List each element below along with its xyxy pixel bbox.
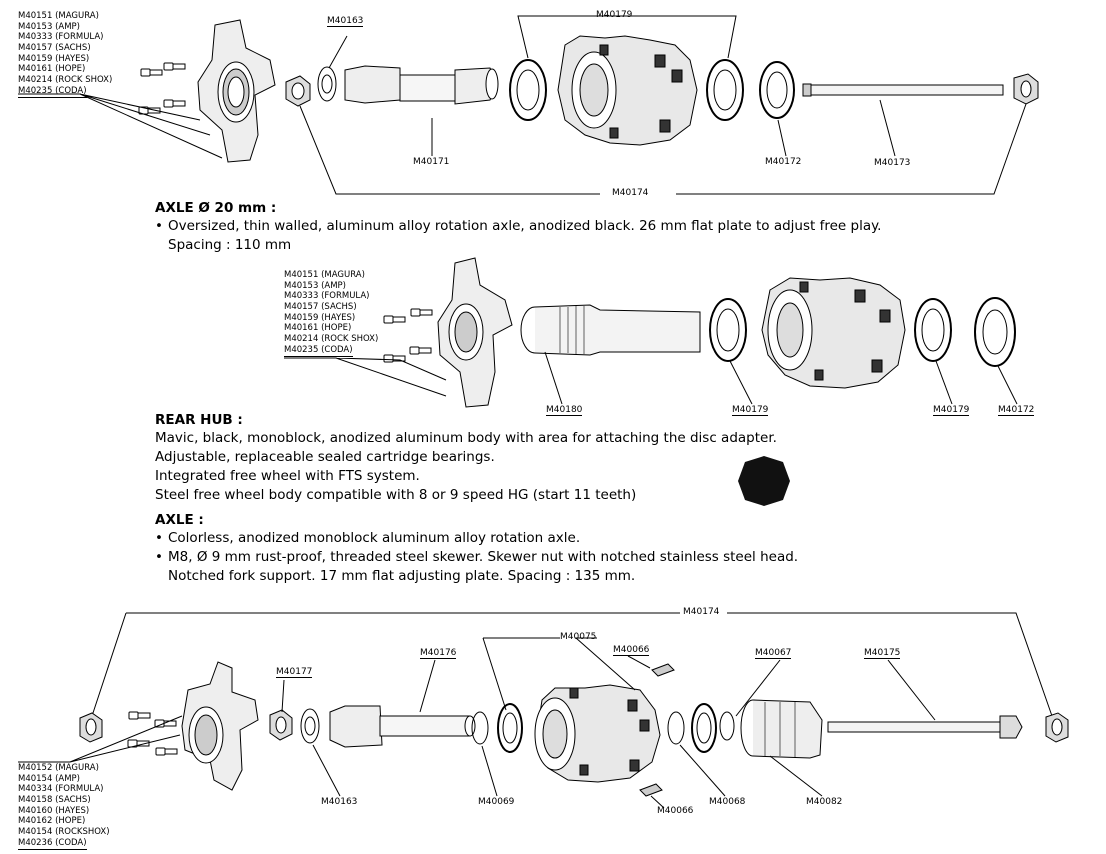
hub-body-icon [534,684,661,783]
part-label-m40179: M40179 [596,10,633,20]
bearing-icon [709,298,747,362]
disc-adapter-icon [437,257,513,408]
part-label-m40082: M40082 [806,797,843,807]
axle-tube-icon [344,65,499,105]
disc-adapter-icon [181,661,259,791]
pawl-icon [639,663,675,797]
washer-icon [719,711,735,741]
part-label-m40163: M40163 [327,16,364,27]
part-label-m40172: M40172 [998,405,1035,416]
nut-icon [285,75,311,107]
part-label-m40176: M40176 [420,648,457,659]
part-label-m40171: M40171 [413,157,450,167]
part-label-m40067: M40067 [755,648,792,659]
bolt-icon [383,308,433,363]
part-label-m40066-top: M40066 [613,645,650,656]
part-label-m40172: M40172 [765,157,802,167]
washer-icon [317,66,337,102]
rear-hub-line3: Integrated free wheel with FTS system. [155,468,420,484]
hub-bottom-drawing [18,612,1069,809]
axle-icon [802,83,1004,97]
flat-plate-icon [759,61,795,119]
rear-hub-middle-drawing [284,257,1018,408]
part-label-m40174-bottom: M40174 [683,607,720,617]
nut-icon [269,709,293,741]
disc-adapter-icon [197,19,276,163]
axle-line1: •Colorless, anodized monoblock aluminum … [155,530,581,546]
part-label-m40179-a: M40179 [732,405,769,416]
axle-title: AXLE : [155,512,204,528]
part-label-m40075: M40075 [560,632,597,642]
o-ring-icon [471,711,489,745]
nut-icon [1045,712,1069,743]
axle-line3: Notched fork support. 17 mm flat adjusti… [168,568,636,584]
front-hub-top-drawing [18,15,1039,195]
part-label-m40177: M40177 [276,667,313,678]
bearing-icon [706,59,744,121]
rear-mid-brand-list: M40151 (MAGURA)M40153 (AMP)M40333 (FORMU… [284,270,379,357]
o-ring-icon [667,711,685,745]
part-label-m40069: M40069 [478,797,515,807]
axle-tube-icon [329,705,476,748]
rear-hub-line1: Mavic, black, monoblock, anodized alumin… [155,430,777,446]
part-label-m40174: M40174 [612,188,649,198]
bearing-icon [497,703,523,753]
washer-icon [300,708,320,744]
skewer-icon [827,715,1023,739]
freewheel-body-icon [740,699,823,759]
hub-body-icon [761,277,906,389]
nut-icon [1013,73,1039,105]
rear-hub-line4: Steel free wheel body compatible with 8 … [155,487,637,503]
flat-plate-icon [974,297,1016,367]
bottom-brand-list: M40152 (MAGURA)M40154 (AMP)M40334 (FORMU… [18,763,110,850]
rear-hub-title: REAR HUB : [155,412,243,428]
part-label-m40173: M40173 [874,158,911,168]
part-label-m40175: M40175 [864,648,901,659]
hub-body-icon [557,35,698,146]
part-label-m40180: M40180 [546,405,583,416]
axle20-line2: Spacing : 110 mm [168,237,292,253]
part-label-m40163-bottom: M40163 [321,797,358,807]
bearing-icon [914,298,952,362]
axle-icon [520,304,701,356]
nut-icon [79,712,103,743]
bolt-icon [138,62,186,115]
bolt-icon [127,711,178,756]
part-label-m40066-bottom: M40066 [657,806,694,816]
part-label-m40068: M40068 [709,797,746,807]
bearing-icon [691,703,717,753]
part-label-m40179-b: M40179 [933,405,970,416]
fts-logo-icon: FTS [738,456,790,506]
front-top-brand-list: M40151 (MAGURA)M40153 (AMP)M40333 (FORMU… [18,11,113,98]
axle20-title: AXLE Ø 20 mm : [155,200,277,216]
bearing-icon [509,59,547,121]
axle20-line1: •Oversized, thin walled, aluminum alloy … [155,218,882,234]
axle-line2: •M8, Ø 9 mm rust-proof, threaded steel s… [155,549,799,565]
rear-hub-line2: Adjustable, replaceable sealed cartridge… [155,449,495,465]
